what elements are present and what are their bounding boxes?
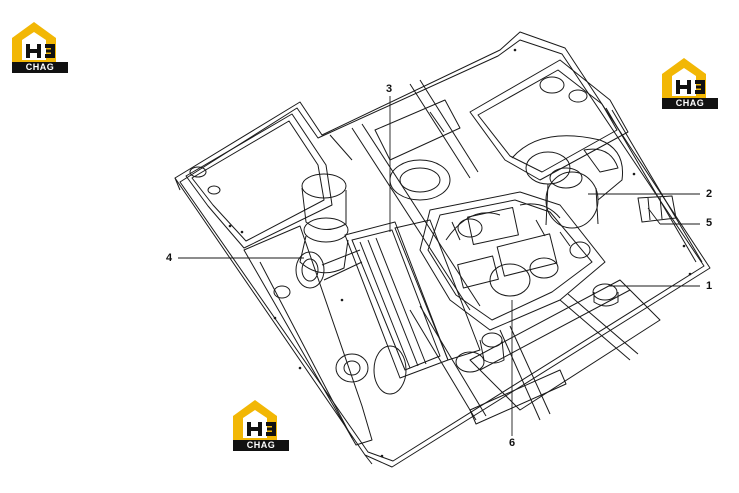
- rivets: [228, 48, 692, 458]
- engine-block: [419, 191, 619, 364]
- callout-6: 6: [509, 437, 516, 449]
- upper-frame-rails: [329, 79, 481, 311]
- house-logo-icon: [233, 400, 277, 440]
- callout-1: 1: [706, 280, 713, 292]
- logo-text: CHAG: [12, 62, 68, 73]
- callout-2: 2: [706, 188, 713, 200]
- air-cleaner: [511, 76, 624, 229]
- callout-5: 5: [706, 217, 713, 229]
- logo-text: CHAG: [662, 98, 718, 109]
- house-logo-icon: [662, 58, 706, 98]
- company-logo: CHAG: [12, 20, 68, 73]
- callout-3: 3: [386, 83, 393, 95]
- house-logo-icon: [12, 22, 56, 62]
- logo-text: CHAG: [233, 440, 289, 451]
- callout-4: 4: [166, 252, 173, 264]
- radiator-assembly: [335, 219, 481, 395]
- lower-frame-rails: [409, 293, 639, 425]
- chassis-frame: [174, 31, 711, 468]
- intake-filter: [273, 173, 363, 299]
- company-logo: CHAG: [233, 398, 289, 451]
- company-logo: CHAG: [662, 56, 718, 109]
- leader-lines: [178, 96, 700, 436]
